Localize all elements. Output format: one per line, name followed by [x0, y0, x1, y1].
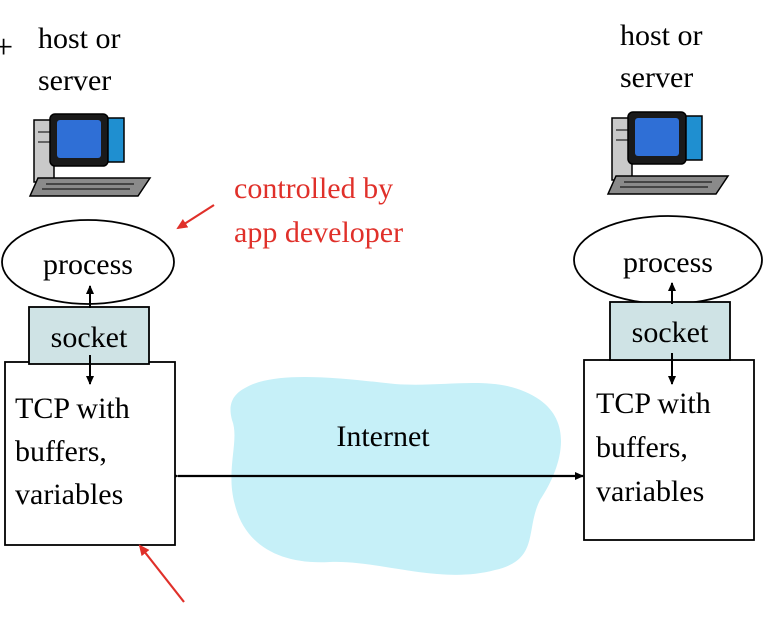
right-tcp-box: [583, 359, 755, 541]
computer-icon: [28, 113, 152, 197]
left-socket-label: socket: [51, 321, 128, 354]
right-socket-label: socket: [632, 316, 709, 349]
left-tcp-box: [4, 361, 176, 546]
left-tcp-line2: buffers,: [15, 435, 107, 468]
left-tcp-line3: variables: [15, 478, 123, 511]
left-socket-box: [28, 306, 150, 365]
annotation-arrow-to-tcp: [138, 544, 185, 603]
computer-icon: [606, 111, 730, 195]
left-host-cutoff-glyph: +: [0, 29, 13, 66]
right-tcp-line2: buffers,: [596, 431, 688, 464]
left-process-label: process: [43, 248, 133, 281]
left-tcp-line1: TCP with: [15, 392, 130, 425]
annotation-arrow-to-process: [176, 204, 215, 230]
right-tcp-line3: variables: [596, 475, 704, 508]
internet-label: Internet: [336, 420, 430, 453]
left-host-label-line1: host or: [38, 22, 121, 55]
left-process-ellipse: [1, 219, 175, 305]
right-process-label: process: [623, 246, 713, 279]
annotation-line1: controlled by: [234, 172, 393, 205]
right-socket-box: [609, 301, 731, 361]
right-host-label-line1: host or: [620, 19, 703, 52]
right-tcp-line1: TCP with: [596, 387, 711, 420]
annotation-line2: app developer: [234, 216, 403, 249]
left-host-label-line2: server: [38, 64, 111, 97]
right-host-label-line2: server: [620, 61, 693, 94]
